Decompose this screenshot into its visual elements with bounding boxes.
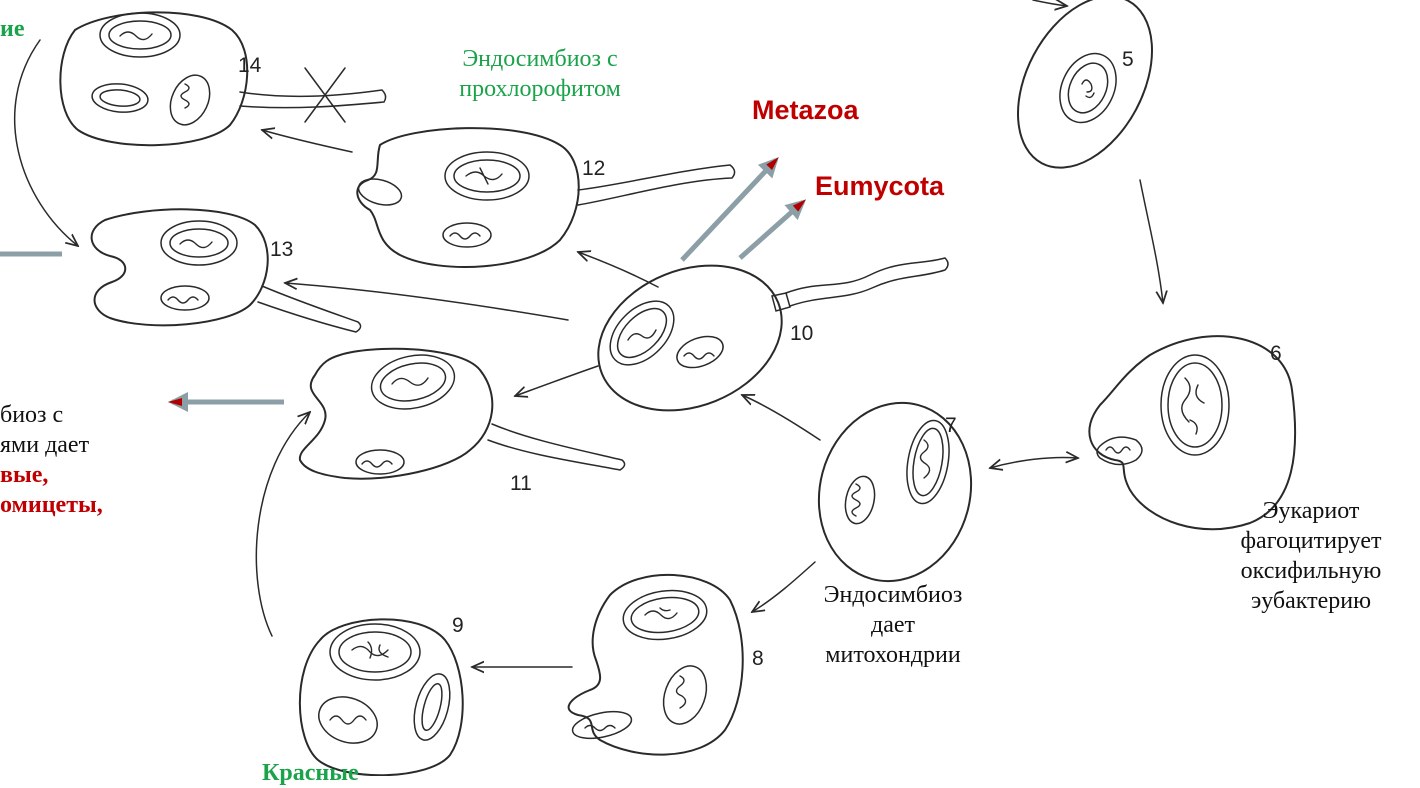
- grey-arrow-eumycota: [740, 202, 803, 258]
- arrow-10-to-13: [285, 283, 568, 320]
- arrow-5-to-6: [1140, 180, 1163, 303]
- cell-number-11: 11: [510, 472, 532, 495]
- cell-number-6: 6: [1270, 342, 1282, 365]
- endosymbiosis-prochlorophyte-line-1: Эндосимбиоз с: [410, 44, 670, 74]
- arrow-9-to-11: [256, 412, 310, 636]
- eumycota-label: Eumycota: [815, 170, 944, 204]
- cell-9: [300, 619, 463, 775]
- arrow-6-to-7: [990, 457, 1078, 468]
- left-fragment-line-2: ями дает: [0, 430, 103, 460]
- arrow-14-to-13: [15, 40, 78, 246]
- grey-arrow-metazoa: [682, 160, 776, 260]
- arrow-10-to-11: [515, 366, 598, 396]
- eukaryote-phagocytosis-line-4: эубактерию: [1225, 586, 1397, 616]
- left-fragment-label: биоз с ями дает вые, омицеты,: [0, 400, 103, 520]
- left-fragment-line-4: омицеты,: [0, 490, 103, 520]
- endosymbiosis-mitochondria-line-1: Эндосимбиоз: [808, 580, 978, 610]
- cell-number-9: 9: [452, 614, 464, 637]
- cell-10: [576, 239, 948, 436]
- endosymbiosis-mitochondria-line-3: митохондрии: [808, 640, 978, 670]
- endosymbiosis-prochlorophyte-label: Эндосимбиоз с прохлорофитом: [410, 44, 670, 104]
- cell-number-12: 12: [582, 157, 605, 180]
- cell-13: [92, 209, 361, 332]
- eukaryote-phagocytosis-line-3: оксифильную: [1225, 556, 1397, 586]
- cell-14: [60, 12, 385, 145]
- cell-12: [356, 128, 735, 267]
- eukaryote-phagocytosis-label: Эукариот фагоцитирует оксифильную эубакт…: [1225, 496, 1397, 616]
- endosymbiosis-mitochondria-line-2: дает: [808, 610, 978, 640]
- left-fragment-line-3: вые,: [0, 460, 103, 490]
- cell-5: [991, 0, 1180, 190]
- arrow-7-to-8: [752, 562, 815, 612]
- cell-number-7: 7: [945, 414, 957, 437]
- arrow-into-5: [1033, 0, 1067, 6]
- left-fragment-line-1: биоз с: [0, 400, 103, 430]
- cell-8: [569, 575, 743, 755]
- top-left-fragment: ие: [0, 14, 24, 44]
- cell-7: [799, 386, 990, 599]
- cell-number-8: 8: [752, 647, 764, 670]
- cell-number-13: 13: [270, 238, 293, 261]
- endosymbiosis-prochlorophyte-line-2: прохлорофитом: [410, 74, 670, 104]
- bottom-fragment-label: Красные: [262, 758, 359, 788]
- eukaryote-phagocytosis-line-1: Эукариот: [1225, 496, 1397, 526]
- eukaryote-phagocytosis-line-2: фагоцитирует: [1225, 526, 1397, 556]
- endosymbiosis-mitochondria-label: Эндосимбиоз дает митохондрии: [808, 580, 978, 670]
- cell-number-5: 5: [1122, 48, 1134, 71]
- arrow-12-to-14: [262, 130, 352, 152]
- cell-number-10: 10: [790, 322, 813, 345]
- cell-11: [300, 348, 625, 479]
- arrow-7-to-10: [742, 395, 820, 440]
- arrow-10-to-12: [578, 252, 658, 287]
- cell-number-14: 14: [238, 54, 262, 77]
- metazoa-label: Metazoa: [752, 94, 859, 128]
